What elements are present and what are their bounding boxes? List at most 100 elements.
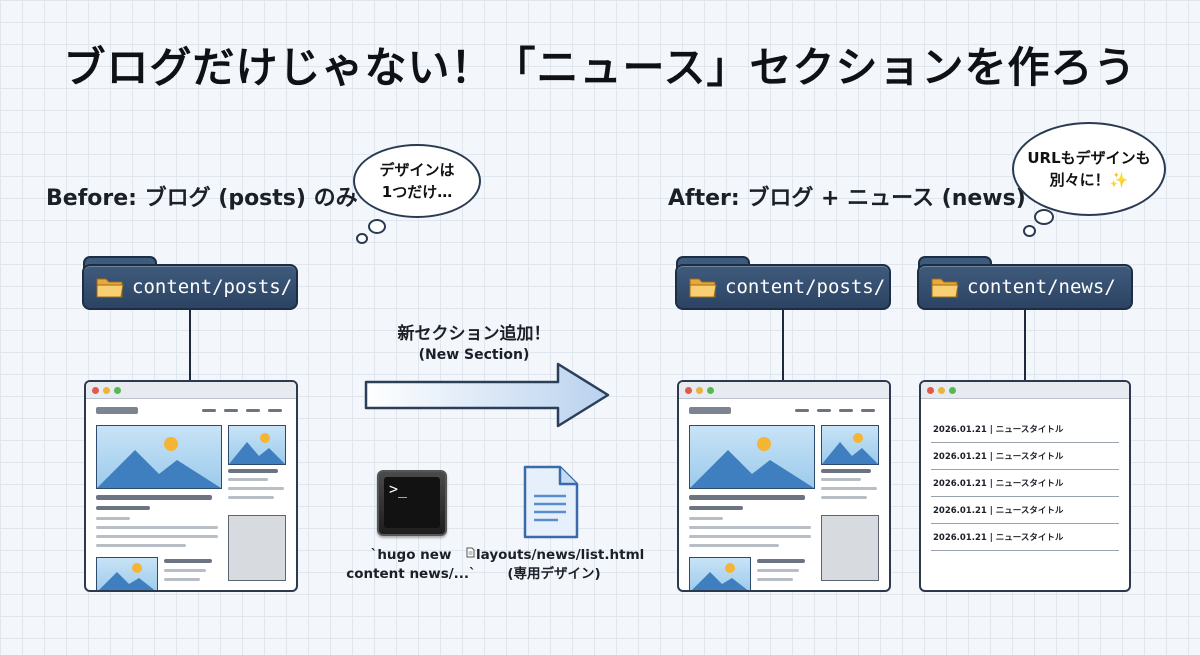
close-dot-icon (92, 386, 99, 394)
nav-line (861, 409, 875, 412)
after-bubble-puff-small (1023, 225, 1036, 237)
right-arrow-icon (364, 362, 610, 428)
terminal-prompt: >_ (384, 477, 440, 528)
landscape-image-icon (692, 563, 748, 590)
close-dot-icon (685, 386, 692, 394)
landscape-image-icon (690, 437, 814, 488)
minimize-dot-icon (938, 386, 945, 394)
landscape-image-icon (822, 433, 878, 464)
text-line (164, 578, 200, 581)
thumb-image (228, 425, 286, 465)
folder-icon (931, 278, 959, 298)
text-line (228, 487, 284, 490)
nav-line (839, 409, 853, 412)
folder-path: content/news/ (967, 276, 1116, 298)
news-list-item: 2026.01.21 | ニュースタイトル (931, 470, 1119, 497)
after-bubble-line-2: 別々に！✨ (1049, 171, 1129, 189)
nav-line (268, 409, 282, 412)
after-posts-folder: content/posts/ (675, 264, 891, 310)
arrow-label: 新セクション追加！ (397, 324, 551, 344)
minimize-dot-icon (696, 386, 703, 394)
before-blog-browser (84, 380, 298, 592)
news-list-item: 2026.01.21 | ニュースタイトル (931, 524, 1119, 551)
text-line (757, 569, 799, 572)
text-line (689, 517, 723, 520)
blog-page-body (86, 399, 296, 590)
text-line (96, 535, 218, 538)
sidebar-box (228, 515, 286, 581)
news-list-body: 2026.01.21 | ニュースタイトル 2026.01.21 | ニュースタ… (921, 399, 1129, 589)
text-line (164, 559, 212, 563)
folder-path: content/posts/ (725, 276, 886, 298)
text-line (96, 517, 130, 520)
text-line (689, 526, 811, 529)
after-caption: After: ブログ + ニュース (news) (668, 186, 1026, 211)
sidebar-box (821, 515, 879, 581)
landscape-image-icon (99, 563, 155, 590)
before-bubble-puff-small (356, 233, 368, 244)
connector-line (782, 310, 784, 382)
connector-line (1024, 310, 1026, 382)
news-list-item: 2026.01.21 | ニュースタイトル (931, 497, 1119, 524)
nav-line (224, 409, 238, 412)
hero-image (689, 425, 815, 489)
browser-titlebar (679, 382, 889, 399)
browser-titlebar (921, 382, 1129, 399)
text-line (228, 496, 274, 499)
after-bubble-puff-large (1034, 209, 1054, 225)
before-bubble-line-2: 1つだけ… (381, 183, 453, 201)
terminal-icon: >_ (377, 470, 447, 536)
text-line (821, 496, 867, 499)
maximize-dot-icon (114, 386, 121, 394)
thumb-image (821, 425, 879, 465)
text-line (689, 544, 779, 547)
text-line (96, 495, 212, 500)
text-line (96, 544, 186, 547)
folder-icon (96, 278, 124, 298)
before-posts-folder: content/posts/ (82, 264, 298, 310)
page-title: ブログだけじゃない！「ニュース」セクションを作ろう (63, 43, 1137, 92)
text-line (821, 478, 861, 481)
news-list-item: 2026.01.21 | ニュースタイトル (931, 443, 1119, 470)
connector-line (189, 310, 191, 382)
text-line (96, 506, 150, 510)
close-dot-icon (927, 386, 934, 394)
text-line (757, 578, 793, 581)
hugo-command-line-2: content news/...` (346, 566, 476, 582)
minimize-dot-icon (103, 386, 110, 394)
arrow-sublabel: (New Section) (418, 347, 530, 363)
nav-line (795, 409, 809, 412)
browser-titlebar (86, 382, 296, 399)
folder-icon (689, 278, 717, 298)
text-line (821, 469, 871, 473)
maximize-dot-icon (949, 386, 956, 394)
text-line (757, 559, 805, 563)
maximize-dot-icon (707, 386, 714, 394)
template-file-path: layouts/news/list.html (476, 547, 645, 563)
nav-line (817, 409, 831, 412)
text-line (689, 535, 811, 538)
document-icon (523, 465, 579, 539)
text-line (689, 495, 805, 500)
after-thought-bubble: URLもデザインも別々に！✨ (1012, 122, 1166, 216)
text-line (96, 526, 218, 529)
nav-line (246, 409, 260, 412)
before-caption: Before: ブログ (posts) のみ (46, 186, 358, 211)
text-line (228, 469, 278, 473)
hero-image (96, 425, 222, 489)
text-line (164, 569, 206, 572)
template-file-note: (専用デザイン) (507, 566, 601, 582)
before-bubble-puff-large (368, 219, 386, 234)
before-bubble-line-1: デザインは (379, 161, 455, 179)
before-thought-bubble: デザインは 1つだけ… (353, 144, 481, 218)
small-document-icon (466, 547, 475, 558)
landscape-image-icon (97, 437, 221, 488)
after-blog-browser (677, 380, 891, 592)
nav-line (202, 409, 216, 412)
logo-placeholder (689, 407, 731, 414)
landscape-image-icon (229, 433, 285, 464)
text-line (228, 478, 268, 481)
logo-placeholder (96, 407, 138, 414)
blog-page-body (679, 399, 889, 590)
folder-path: content/posts/ (132, 276, 293, 298)
